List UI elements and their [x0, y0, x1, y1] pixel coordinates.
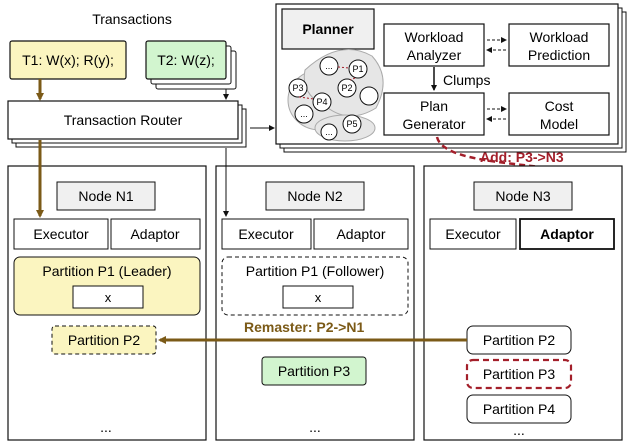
node-n3-partition-p3-label: Partition P3	[483, 366, 556, 382]
node-n2-title: Node N2	[287, 188, 342, 204]
cost-model-box	[508, 92, 610, 136]
node-n2-item-x-label: x	[315, 290, 322, 305]
clump-edge-3	[298, 96, 315, 100]
clump-node-p1-label: P1	[352, 64, 363, 74]
node-n1-partition-p2	[51, 325, 157, 355]
workload-analyzer-line1: Workload	[405, 29, 464, 45]
add-annotation: Add: P3->N3	[480, 149, 564, 165]
cost-model-line2: Model	[540, 116, 578, 132]
node-n3-title-box	[473, 181, 573, 211]
node-n1-partition-p2-label: Partition P2	[68, 332, 141, 348]
node-n1-adaptor-box	[110, 218, 201, 250]
t2-label: T2: W(z);	[157, 52, 215, 68]
node-n2-follower-partition-label: Partition P1 (Follower)	[246, 263, 385, 279]
node-n1-item-x-label: x	[105, 290, 112, 305]
node-n3-executor-box	[429, 218, 517, 250]
node-n1-title: Node N1	[78, 188, 133, 204]
node-n2-partition-p3	[261, 356, 367, 386]
node-n3-title: Node N3	[495, 188, 550, 204]
planner-title-box	[281, 8, 375, 50]
workload-prediction-box	[508, 23, 610, 67]
node-n2-executor-box	[221, 218, 312, 250]
node-n1-title-box	[56, 181, 156, 211]
clump-edge-2	[349, 77, 356, 81]
clump-node-p2	[337, 78, 357, 98]
clump-node-p4	[312, 92, 332, 112]
node-n3-adaptor-box	[519, 218, 615, 250]
clump-edge-1	[337, 66, 350, 69]
node-n3-container	[423, 165, 623, 441]
transactions-header: Transactions	[92, 11, 172, 27]
clump-node-dots1	[319, 56, 339, 76]
clump-node-dots3-label: ...	[325, 127, 333, 137]
node-n1-adaptor: Adaptor	[130, 226, 179, 242]
remaster-annotation: Remaster: P2->N1	[244, 319, 364, 335]
clump-node-p5	[342, 114, 362, 134]
clump-node-blank	[359, 86, 379, 106]
plan-generator-line2: Generator	[402, 116, 465, 132]
clump-node-p3-label: P3	[292, 83, 303, 93]
clump-node-dots2-label: ...	[300, 109, 308, 119]
workload-analyzer-line2: Analyzer	[407, 47, 462, 63]
plan-generator-line1: Plan	[420, 98, 448, 114]
transaction-router-label: Transaction Router	[64, 112, 183, 128]
t1-label: T1: W(x); R(y);	[22, 52, 114, 68]
clump-node-dots1-label: ...	[325, 61, 333, 71]
clump-node-p4-label: P4	[316, 97, 327, 107]
clump-node-p3	[288, 78, 308, 98]
node-n2-adaptor: Adaptor	[336, 226, 385, 242]
node-n2-adaptor-box	[313, 218, 409, 250]
t2-box	[145, 40, 227, 80]
clump-node-dots2	[294, 104, 314, 124]
planner-title: Planner	[302, 21, 354, 37]
clump-node-p5-label: P5	[346, 119, 357, 129]
clump-node-dots3	[320, 123, 338, 141]
t1-box	[9, 40, 127, 80]
node-n3-partition-p3	[465, 358, 573, 390]
node-n2-ellipsis: ...	[309, 419, 321, 435]
plan-generator-box	[383, 92, 485, 136]
node-n1-executor: Executor	[33, 226, 89, 242]
cost-model-line1: Cost	[545, 98, 574, 114]
node-n3-ellipsis: ...	[513, 422, 525, 438]
node-n3-adaptor: Adaptor	[540, 226, 594, 242]
clumps-label: Clumps	[443, 72, 490, 88]
transaction-router-box	[7, 100, 239, 140]
node-n3-executor: Executor	[445, 226, 501, 242]
node-n2-partition-p3-label: Partition P3	[278, 363, 351, 379]
clump-node-p1	[348, 59, 368, 79]
node-n3-partition-p4	[466, 394, 572, 424]
workload-analyzer-box	[383, 23, 485, 67]
clump-node-p2-label: P2	[341, 83, 352, 93]
workload-prediction-line1: Workload	[530, 29, 589, 45]
node-n3-partition-p4-label: Partition P4	[483, 401, 556, 417]
node-n1-ellipsis: ...	[100, 419, 112, 435]
node-n1-leader-partition-label: Partition P1 (Leader)	[42, 263, 171, 279]
node-n3-partition-p2-label: Partition P2	[483, 332, 556, 348]
node-n2-title-box	[265, 181, 365, 211]
node-n2-executor: Executor	[238, 226, 294, 242]
workload-prediction-line2: Prediction	[528, 47, 590, 63]
node-n1-item-x	[72, 285, 144, 309]
node-n2-item-x	[282, 285, 354, 309]
node-n1-executor-box	[13, 218, 109, 250]
